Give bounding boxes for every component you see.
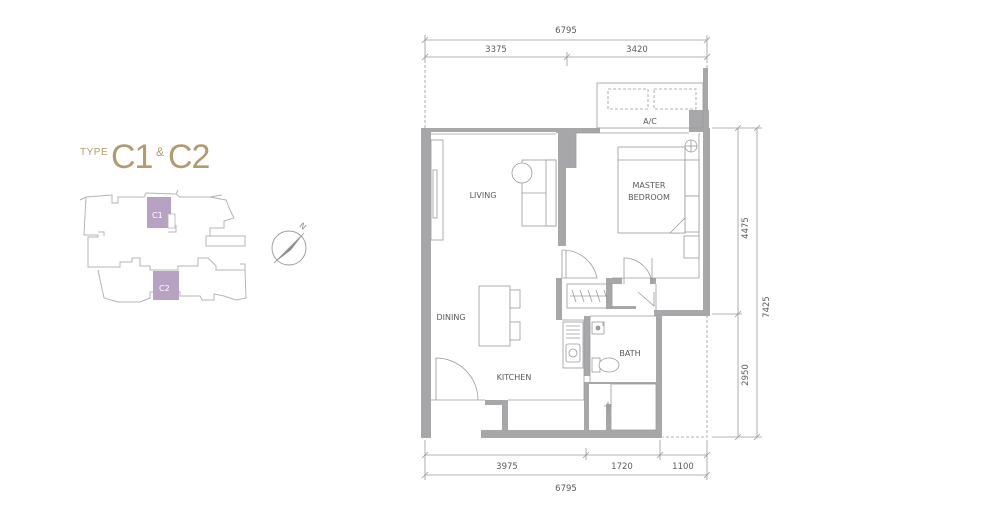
dim-right-upper: 4475 <box>741 217 751 239</box>
room-living: LIVING <box>470 191 497 200</box>
key-plan-unit-a <box>147 197 171 228</box>
type-unit-b: C2 <box>168 138 210 176</box>
bed-headboard <box>684 159 700 197</box>
room-master-2: BEDROOM <box>628 193 670 202</box>
entry-door <box>435 357 479 401</box>
room-bath: BATH <box>619 349 640 358</box>
room-dining: DINING <box>436 313 465 322</box>
sofa-back <box>545 159 557 227</box>
tv-screen <box>432 169 438 219</box>
compass-ring <box>271 230 307 266</box>
room-master-1: MASTER <box>633 181 666 190</box>
room-ac: A/C <box>643 117 657 126</box>
key-plan-c2-tag: C2 <box>159 284 170 293</box>
dim-bottom-right: 1100 <box>672 462 694 472</box>
dining-chair-2 <box>509 321 521 341</box>
bedroom-door <box>561 249 598 279</box>
key-plan-c1-tag: C1 <box>152 211 163 220</box>
doors <box>435 249 655 401</box>
compass-north-label: N <box>297 221 307 232</box>
key-plan <box>79 189 247 303</box>
dim-right-total: 7425 <box>762 296 772 318</box>
dim-bottom-total: 6795 <box>555 484 577 494</box>
shower-door <box>637 291 655 307</box>
key-plan-notch <box>167 213 176 229</box>
room-kitchen: KITCHEN <box>497 373 532 382</box>
dim-top-right: 3420 <box>626 45 648 55</box>
furniture <box>430 139 700 414</box>
dim-top-left: 3375 <box>485 45 507 55</box>
wc-bowl <box>598 357 620 373</box>
type-unit-a: C1 <box>111 138 153 176</box>
dining-table <box>478 285 511 347</box>
dining-chair-1 <box>509 289 521 309</box>
type-prefix: TYPE <box>80 147 109 158</box>
key-plan-unit-b <box>153 271 179 300</box>
compass: N <box>271 221 308 266</box>
dim-top-total: 6795 <box>555 26 577 36</box>
walls <box>421 68 710 438</box>
dim-bottom-left: 3975 <box>496 462 518 472</box>
bath-door <box>623 257 653 285</box>
dim-bottom-mid: 1720 <box>611 462 633 472</box>
dim-right-lower: 2950 <box>741 364 751 386</box>
type-amp: & <box>156 145 165 159</box>
side-table <box>511 162 533 184</box>
master-bed <box>617 146 686 234</box>
dimension-lines <box>421 35 762 480</box>
